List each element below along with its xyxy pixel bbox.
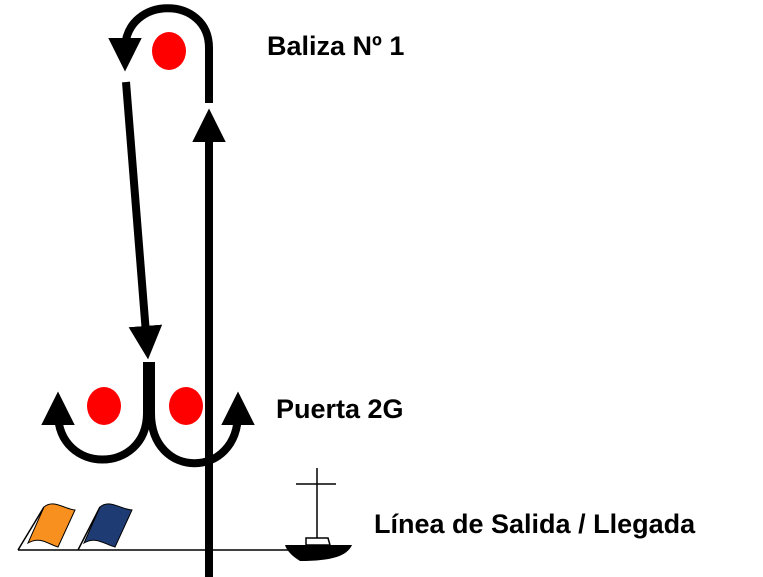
mark-rounding-path	[108, 4, 213, 103]
gate-left-buoy-icon	[87, 387, 121, 425]
mark-label: Baliza Nº 1	[267, 31, 404, 61]
gate-label: Puerta 2G	[276, 394, 404, 424]
orange-flag-icon	[17, 503, 76, 551]
gate-right-rounding-path	[147, 362, 255, 468]
gate-left-rounding-path	[41, 362, 151, 464]
blue-flag-icon	[77, 503, 133, 551]
downwind-leg	[122, 81, 163, 360]
mark-buoy-icon	[152, 32, 186, 70]
committee-boat-icon	[285, 468, 352, 561]
gate-right-buoy-icon	[169, 387, 203, 425]
start-finish-label: Línea de Salida / Llegada	[374, 509, 696, 539]
